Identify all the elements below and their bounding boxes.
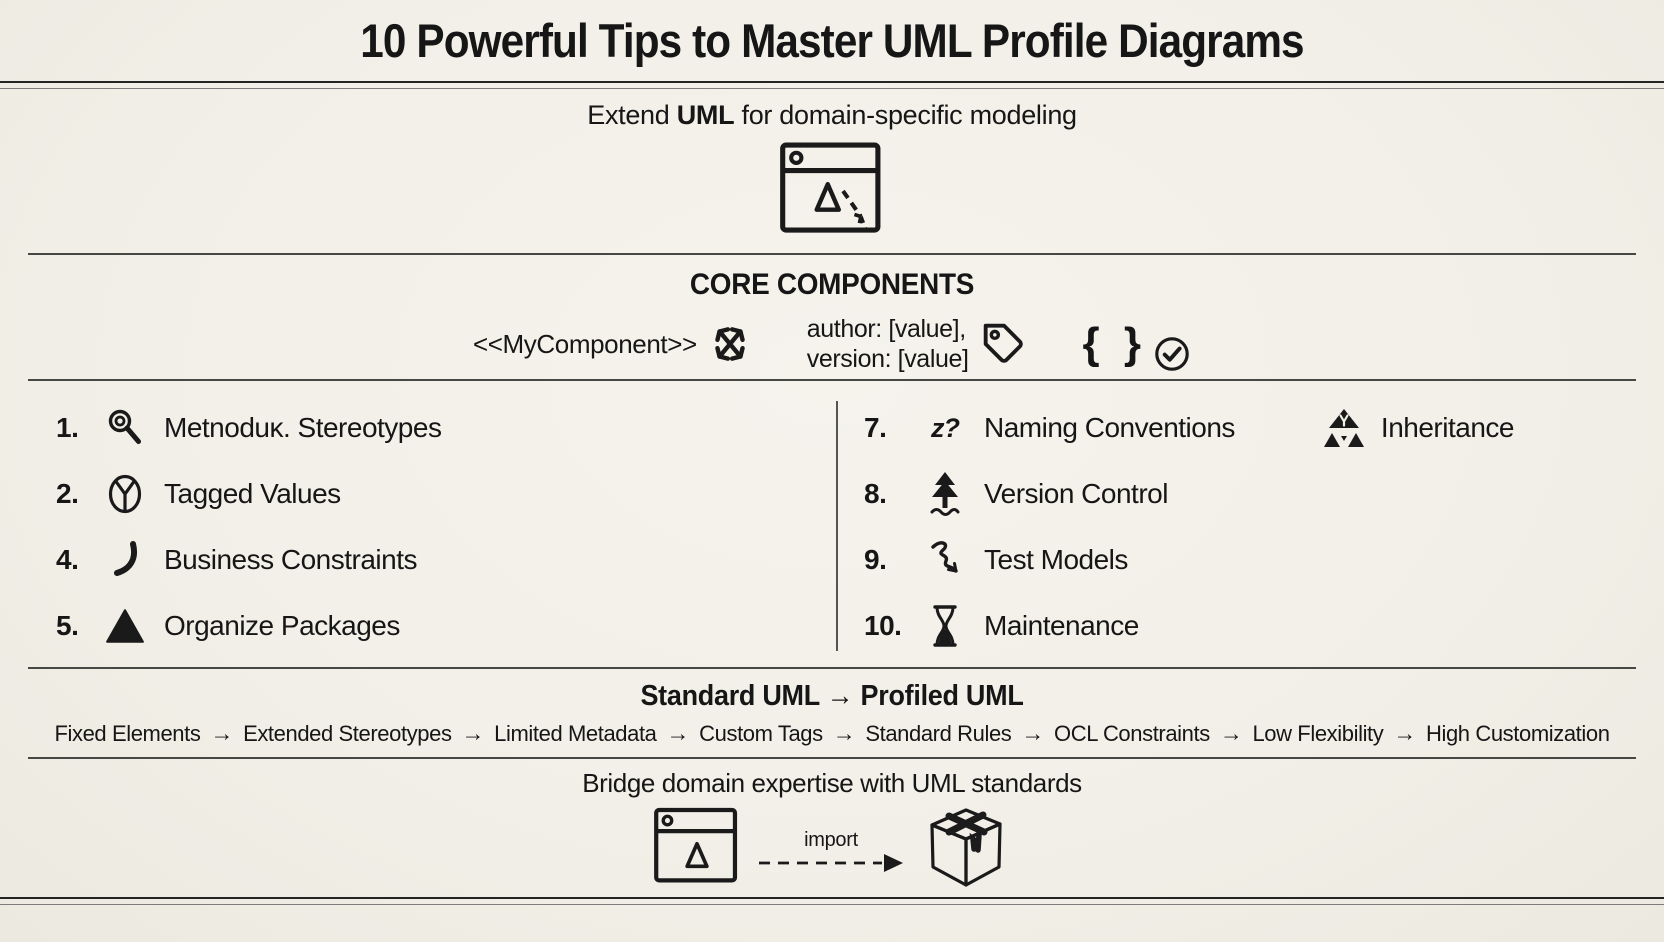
tagged-values-component: author: [value], version: [value]	[807, 314, 1027, 374]
constraints-component: { }	[1083, 315, 1191, 373]
bottom-double-rule	[0, 897, 1664, 906]
check-circle-icon	[1153, 335, 1191, 373]
import-label: import	[804, 828, 858, 851]
tip-label: Version Control	[984, 478, 1168, 510]
flow-arrow-icon: →	[210, 720, 234, 747]
tip-label: Organize Packages	[164, 610, 400, 642]
tips-right-column: 7. z? Naming Conventions Inheritance 8. …	[836, 395, 1664, 667]
browser-window-cursor-icon	[777, 140, 887, 242]
tip-label: Metnoduĸ. Stereotypes	[164, 412, 442, 444]
tip-row-7: 7. z? Naming Conventions Inheritance	[864, 395, 1664, 461]
tip-extra-label: Inheritance	[1380, 412, 1515, 444]
stereotype-component: <<MyComponent>>	[473, 321, 751, 367]
tip-number: 1.	[56, 412, 79, 444]
hook-curve-icon	[102, 540, 148, 580]
flow-step: Custom Tags	[699, 720, 823, 746]
tip-row-8: 8. Version Control	[864, 461, 1664, 527]
tip-number: 4.	[56, 544, 79, 576]
tip-number: 7.	[864, 412, 887, 444]
flow-step: High Customization	[1425, 720, 1610, 746]
hook-text: Extend UML for domain-specific modeling	[0, 100, 1664, 131]
flow-arrow-icon: →	[1021, 720, 1045, 747]
import-arrow: import	[756, 829, 906, 874]
tip-number: 2.	[56, 478, 79, 510]
squiggle-glyph-icon: z?	[931, 412, 960, 443]
tagged-values-text: author: [value], version: [value]	[807, 314, 969, 374]
tip-label: Maintenance	[984, 610, 1139, 642]
circle-y-icon	[102, 472, 148, 516]
tip-row-4: 4. Business Constraints	[56, 527, 836, 593]
package-box-icon	[920, 805, 1012, 891]
tip-label: Test Models	[984, 544, 1128, 576]
tip-row-5: 5. Organize Packages	[56, 593, 836, 659]
tip-row-1: 1. Metnoduĸ. Stereotypes	[56, 395, 836, 461]
column-divider	[836, 401, 838, 652]
tagged-values-line2: version: [value]	[806, 345, 969, 374]
stereotype-label: <<MyComponent>>	[472, 328, 697, 359]
section-rule	[28, 757, 1636, 760]
flow-step: Extended Stereotypes	[243, 720, 452, 746]
tip-row-9: 9. Test Models	[864, 527, 1664, 593]
braces-label: { }	[1082, 319, 1148, 369]
tip-label: Business Constraints	[164, 544, 418, 576]
scribble-icon	[922, 538, 968, 582]
tips-list: 1. Metnoduĸ. Stereotypes 2. Tagged Value…	[0, 381, 1664, 667]
cta-icons-row: import	[0, 806, 1664, 890]
tip-number: 9.	[864, 544, 887, 576]
tip-label: Tagged Values	[164, 478, 341, 510]
core-components-heading: CORE COMPONENTS	[689, 268, 975, 302]
hourglass-icon	[922, 604, 968, 648]
flow-step: Fixed Elements	[54, 720, 201, 746]
tip-row-2: 2. Tagged Values	[56, 461, 836, 527]
flow-arrow-icon: →	[1393, 720, 1416, 747]
triangle-icon	[102, 607, 148, 645]
cta-text: Bridge domain expertise with UML standar…	[582, 768, 1082, 799]
browser-window-icon	[652, 805, 742, 891]
tips-left-column: 1. Metnoduĸ. Stereotypes 2. Tagged Value…	[0, 395, 836, 667]
tree-icon	[922, 470, 968, 518]
comparison-heading: Standard UML → Profiled UML	[640, 680, 1024, 713]
tag-icon	[981, 322, 1027, 366]
flow-arrow-icon: →	[666, 720, 690, 747]
flow-step: Limited Metadata	[494, 720, 657, 746]
tagged-values-line1: author: [value],	[806, 315, 966, 344]
magnifier-icon	[102, 407, 148, 449]
inheritance-item: Inheritance	[1321, 407, 1514, 449]
flow-arrow-icon: →	[832, 720, 856, 747]
hook-bold: UML	[676, 100, 735, 131]
tip-label: Naming Conventions	[984, 412, 1235, 444]
flow-arrow-icon: →	[461, 720, 485, 747]
tip-row-10: 10. Maintenance	[864, 593, 1664, 659]
flow-step: Low Flexibility	[1252, 720, 1384, 746]
top-double-rule	[0, 81, 1664, 90]
section-rule	[28, 667, 1636, 670]
flow-step: OCL Constraints	[1054, 720, 1210, 746]
flow-arrow-icon: →	[1219, 720, 1243, 747]
tip-number: 5.	[56, 610, 79, 642]
crossing-arrows-icon	[709, 321, 751, 367]
transformation-flow: Fixed Elements → Extended Stereotypes → Limi…	[0, 720, 1664, 747]
core-components-row: <<MyComponent>> author: [value], version…	[0, 309, 1664, 379]
tip-number: 10.	[864, 610, 902, 642]
flow-step: Standard Rules	[865, 720, 1012, 746]
page-title: 10 Powerful Tips to Master UML Profile D…	[360, 14, 1304, 67]
inheritance-triangles-icon	[1321, 407, 1367, 449]
tip-number: 8.	[864, 478, 887, 510]
hook-suffix: for domain-specific modeling	[734, 100, 1077, 131]
hook-prefix: Extend	[587, 100, 677, 131]
dashed-arrow-icon	[756, 850, 906, 874]
section-rule	[28, 379, 1636, 382]
section-rule	[28, 253, 1636, 256]
